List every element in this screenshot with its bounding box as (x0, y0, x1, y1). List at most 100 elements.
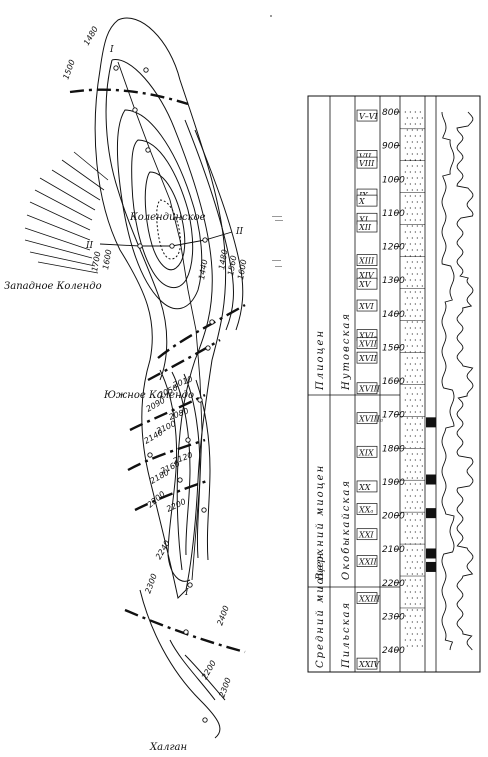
litho-dot (419, 531, 421, 533)
litho-dot (409, 423, 411, 425)
horizon-box (356, 382, 378, 395)
litho-dot (416, 381, 418, 383)
litho-dot (414, 459, 416, 461)
litho-dot (406, 117, 408, 119)
litho-dot (404, 495, 406, 497)
litho-dot (419, 519, 421, 521)
litho-dot (416, 357, 418, 359)
horizon-box (356, 351, 378, 364)
litho-dot (406, 429, 408, 431)
litho-dot (404, 411, 406, 413)
litho-dot (419, 375, 421, 377)
litho-dot (421, 477, 423, 479)
litho-dot (419, 267, 421, 269)
litho-dot (416, 405, 418, 407)
litho-dot (419, 615, 421, 617)
litho-dot (421, 465, 423, 467)
strat-labels: Плиоцен Нутовская Верхний миоцен Окобыка… (315, 312, 352, 669)
horizon-label: XVI (358, 302, 374, 311)
litho-dot (406, 177, 408, 179)
litho-dot (406, 417, 408, 419)
litho-dot (419, 555, 421, 557)
litho-dot (416, 393, 418, 395)
litho-dot (409, 135, 411, 137)
label-nutovskaya: Нутовская (341, 312, 352, 391)
litho-dot (404, 555, 406, 557)
contour-label-1480: 1480 (82, 25, 100, 47)
contour-label-1440: 1440 (197, 259, 209, 281)
label-khalgan: Халган (149, 742, 187, 753)
horizon-box (356, 592, 378, 604)
depth-label: 800 (382, 108, 399, 118)
contour-label-2180: 2180 (149, 468, 171, 486)
litho-dot (421, 489, 423, 491)
litho-dot (416, 537, 418, 539)
litho-dot (416, 453, 418, 455)
litho-dot (409, 219, 411, 221)
horizon-label: XXI (358, 531, 374, 540)
contour-label-2200: 2200 (165, 497, 187, 514)
litho-dot (421, 633, 423, 635)
fault-mid (157, 303, 246, 359)
fault-khalgan (124, 608, 246, 654)
column-frame (307, 95, 481, 673)
litho-dot (404, 375, 406, 377)
litho-dot (419, 303, 421, 305)
litho-dot (414, 627, 416, 629)
litho-dot (416, 189, 418, 191)
litho-dot (409, 195, 411, 197)
litho-dot (404, 459, 406, 461)
litho-dot (414, 123, 416, 125)
horizon-box (356, 220, 378, 233)
depth-label: 1700 (382, 411, 405, 421)
litho-dot (416, 525, 418, 527)
litho-dot (416, 321, 418, 323)
litho-dot (411, 573, 413, 575)
litho-dot (406, 249, 408, 251)
contour-label-1600b: 1600 (236, 259, 248, 281)
litho-dot (421, 285, 423, 287)
fault-south-1 (147, 338, 221, 382)
litho-dot (409, 315, 411, 317)
litho-dot (416, 285, 418, 287)
contour-label-2300b: 2300 (217, 676, 232, 698)
litho-dot (414, 615, 416, 617)
litho-dot (416, 369, 418, 371)
litho-dot (419, 435, 421, 437)
depth-label: 1900 (382, 478, 405, 488)
contour-label-1480b: 1480 (217, 249, 229, 271)
horizon-label: XVIIIₐ (358, 415, 383, 424)
litho-dot (406, 501, 408, 503)
litho-dot (404, 327, 406, 329)
litho-dot (419, 579, 421, 581)
litho-dot (421, 129, 423, 131)
litho-dot (411, 177, 413, 179)
litho-dot (414, 243, 416, 245)
litho-dot (414, 411, 416, 413)
litho-dot (406, 129, 408, 131)
litho-dot (416, 465, 418, 467)
horizon-label: XVII (358, 340, 378, 349)
litho-dot (404, 171, 406, 173)
litho-dot (404, 303, 406, 305)
depth-label: 2100 (382, 545, 405, 555)
litho-dot (414, 435, 416, 437)
litho-dot (409, 459, 411, 461)
litho-dot (416, 501, 418, 503)
litho-dot (416, 153, 418, 155)
contour-1460 (117, 109, 203, 310)
litho-dot (404, 279, 406, 281)
litho-dot (419, 399, 421, 401)
litho-band (426, 508, 436, 519)
litho-dot (421, 513, 423, 515)
litho-dot (404, 615, 406, 617)
litho-dot (414, 423, 416, 425)
litho-dot (411, 537, 413, 539)
litho-dot (421, 645, 423, 647)
litho-dot (414, 327, 416, 329)
litho-dot (409, 375, 411, 377)
depth-label: 2300 (382, 612, 405, 622)
litho-dot (404, 243, 406, 245)
litho-dot (406, 381, 408, 383)
litho-dot (406, 237, 408, 239)
